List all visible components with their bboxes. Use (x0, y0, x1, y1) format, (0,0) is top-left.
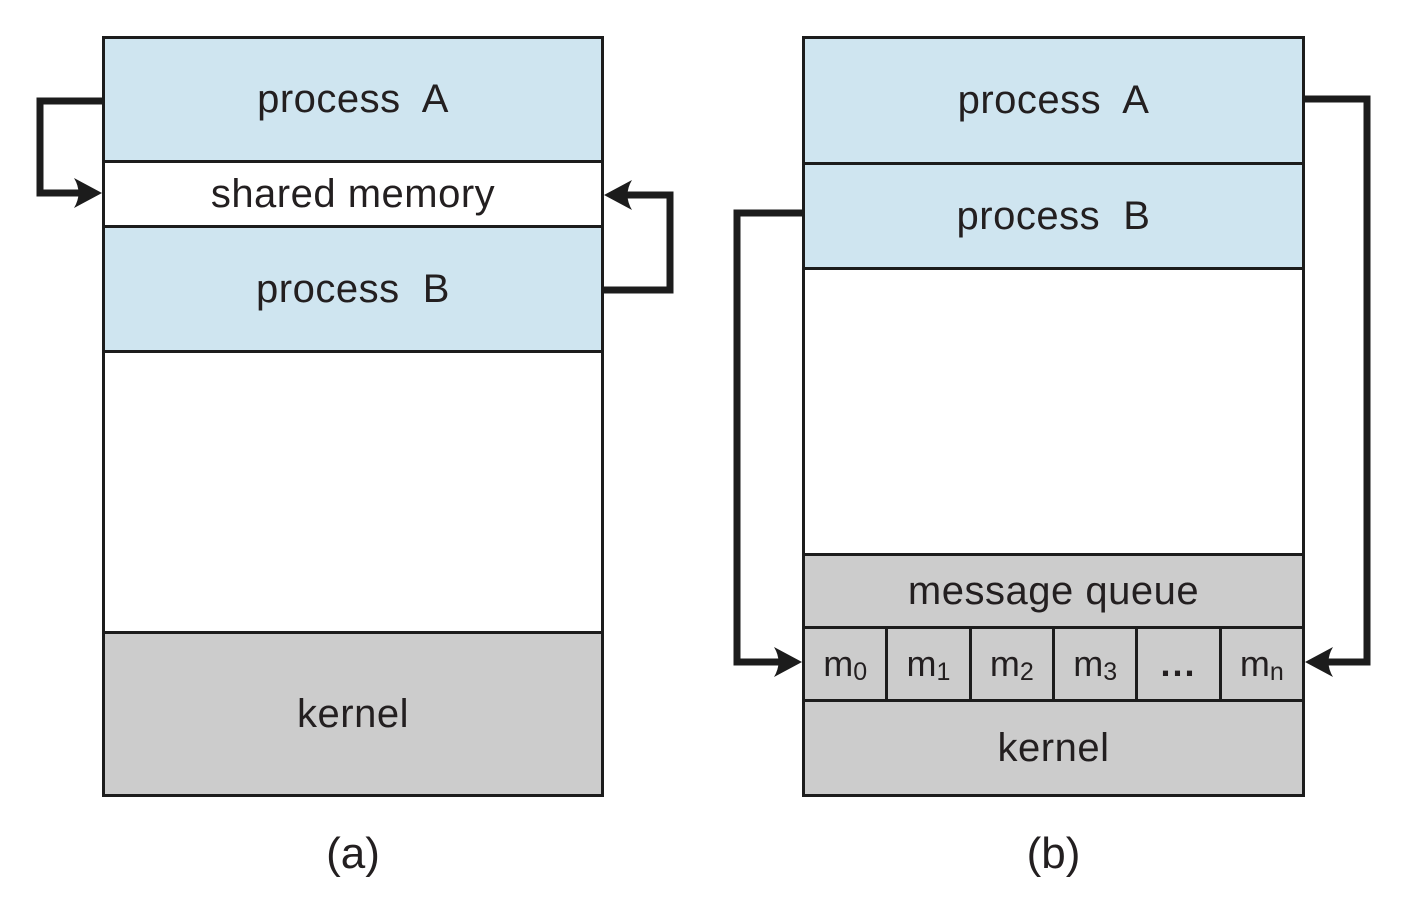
panel-b-caption: (b) (1026, 829, 1081, 878)
panel-a-kernel-band: kernel (105, 634, 601, 794)
arrowhead-left-icon (604, 180, 632, 210)
panel-b-process-b-label: process B (956, 193, 1151, 238)
panel-a-shared-memory-label: shared memory (210, 171, 496, 216)
panel-a-memory-box: process A shared memory process B kernel (102, 36, 604, 797)
panel-b-kernel-label: kernel (997, 725, 1110, 770)
panel-b-process-a-band: process A (805, 39, 1302, 165)
queue-cell-mn-subscript: n (1269, 657, 1284, 686)
panel-a-kernel-label: kernel (297, 691, 409, 736)
queue-cell-m2-subscript: 2 (1019, 657, 1034, 686)
panel-b-kernel-band: kernel (805, 702, 1302, 794)
panel-a-process-a-label: process A (257, 77, 449, 121)
panel-b-empty-user-space (805, 270, 1302, 556)
queue-cell-m1-base: m (906, 643, 937, 684)
panel-b-message-queue-band: message queue (805, 556, 1302, 629)
arrow-process-b-to-shared-memory (604, 180, 674, 294)
panel-a-process-b-band: process B (105, 228, 601, 353)
panel-a-process-a-band: process A (105, 39, 601, 163)
queue-cell-m3-base: m (1073, 643, 1104, 684)
arrow-process-b-to-message-queue (733, 209, 802, 677)
panel-a-caption: (a) (326, 829, 380, 878)
arrowhead-right-icon (774, 647, 802, 677)
arrowhead-left-icon (1305, 647, 1333, 677)
queue-cell-mn-base: m (1239, 643, 1270, 684)
queue-cell-m2-base: m (989, 643, 1020, 684)
queue-cell-ellipsis-base: ... (1160, 643, 1197, 684)
panel-a-process-b-label: process B (256, 266, 450, 311)
panel-a-shared-memory-band: shared memory (105, 163, 601, 228)
queue-cell-m0-subscript: 0 (853, 657, 868, 686)
panel-b-message-queue-label: message queue (907, 568, 1200, 613)
queue-cell-m1-subscript: 1 (936, 657, 951, 686)
queue-cell-m3-subscript: 3 (1103, 657, 1118, 686)
panel-b-process-a-label: process A (957, 78, 1150, 122)
arrow-process-a-to-message-queue (1305, 95, 1371, 677)
queue-cell-ellipsis: ... (1138, 629, 1222, 699)
arrow-process-a-to-shared-memory (36, 97, 102, 208)
queue-cell-m0-base: m (823, 643, 854, 684)
arrowhead-right-icon (74, 178, 102, 208)
panel-b-process-b-band: process B (805, 165, 1302, 270)
panel-a-empty-user-space (105, 353, 601, 634)
